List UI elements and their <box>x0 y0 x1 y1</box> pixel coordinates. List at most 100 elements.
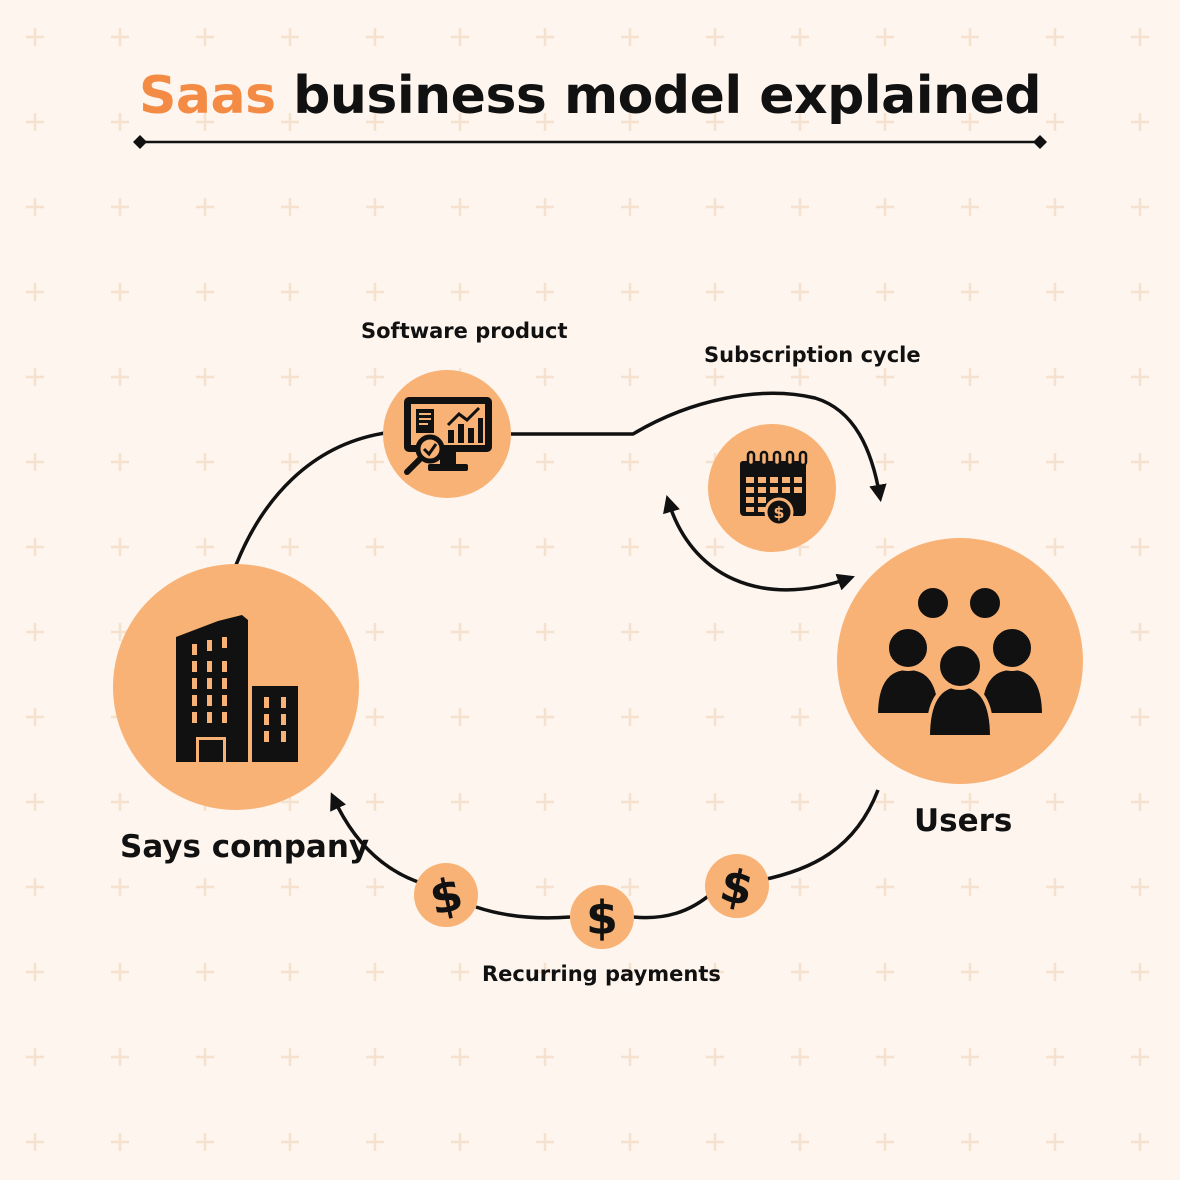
plus-icon <box>1046 1048 1064 1066</box>
plus-icon <box>706 198 724 216</box>
plus-icon <box>366 453 384 471</box>
plus-icon <box>26 878 44 896</box>
plus-icon <box>281 113 299 131</box>
plus-icon <box>111 28 129 46</box>
plus-icon <box>1046 283 1064 301</box>
recurring-payments-label: Recurring payments <box>482 962 721 986</box>
plus-icon <box>111 793 129 811</box>
plus-icon <box>1131 1048 1149 1066</box>
plus-icon <box>961 878 979 896</box>
plus-icon <box>621 878 639 896</box>
plus-icon <box>876 538 894 556</box>
calendar-dollar-icon: $ <box>740 450 808 527</box>
plus-icon <box>366 878 384 896</box>
plus-icon <box>1046 368 1064 386</box>
plus-icon <box>451 793 469 811</box>
dollar-coin-icon: $ <box>586 891 618 945</box>
plus-icon <box>281 878 299 896</box>
plus-icon <box>536 623 554 641</box>
plus-icon <box>876 283 894 301</box>
plus-icon <box>196 198 214 216</box>
plus-icon <box>281 538 299 556</box>
plus-icon <box>1131 113 1149 131</box>
plus-icon <box>961 28 979 46</box>
plus-icon <box>876 878 894 896</box>
plus-icon <box>451 963 469 981</box>
monitor-analytics-icon <box>404 397 492 475</box>
software-to-users-arrow <box>511 391 887 503</box>
plus-icon <box>706 368 724 386</box>
plus-icon <box>876 963 894 981</box>
plus-icon <box>536 538 554 556</box>
plus-icon <box>196 963 214 981</box>
plus-icon <box>1046 963 1064 981</box>
plus-icon <box>111 368 129 386</box>
plus-icon <box>961 453 979 471</box>
office-building-icon <box>176 615 298 762</box>
plus-icon <box>281 28 299 46</box>
plus-icon <box>366 283 384 301</box>
plus-icon <box>196 878 214 896</box>
plus-icon <box>366 793 384 811</box>
plus-icon <box>621 1048 639 1066</box>
plus-icon <box>26 963 44 981</box>
plus-icon <box>621 283 639 301</box>
plus-icon <box>1131 1133 1149 1151</box>
plus-icon <box>196 1133 214 1151</box>
plus-icon <box>791 368 809 386</box>
plus-icon <box>536 453 554 471</box>
plus-icon <box>366 1133 384 1151</box>
plus-icon <box>26 1133 44 1151</box>
plus-icon <box>196 368 214 386</box>
subscription-cycle-label: Subscription cycle <box>704 343 921 367</box>
company-node <box>113 564 359 810</box>
plus-icon <box>111 113 129 131</box>
plus-icon <box>621 1133 639 1151</box>
plus-icon <box>451 113 469 131</box>
subscription-cycle-arrow <box>663 494 855 592</box>
plus-icon <box>536 368 554 386</box>
plus-icon <box>621 198 639 216</box>
plus-icon <box>451 708 469 726</box>
svg-text:$: $ <box>773 503 784 522</box>
payments-return-arrow <box>333 790 880 920</box>
plus-icon <box>791 283 809 301</box>
plus-icon <box>961 198 979 216</box>
plus-icon <box>536 28 554 46</box>
plus-icon <box>26 198 44 216</box>
plus-icon <box>536 708 554 726</box>
plus-icon <box>876 198 894 216</box>
plus-icon <box>706 793 724 811</box>
plus-icon <box>26 708 44 726</box>
plus-icon <box>706 708 724 726</box>
plus-icon <box>451 1133 469 1151</box>
plus-icon <box>111 538 129 556</box>
plus-icon <box>706 113 724 131</box>
plus-icon <box>26 538 44 556</box>
plus-icon <box>26 28 44 46</box>
plus-icon <box>1131 708 1149 726</box>
plus-icon <box>366 538 384 556</box>
plus-icon <box>451 623 469 641</box>
plus-icon <box>876 453 894 471</box>
plus-icon <box>1046 1133 1064 1151</box>
plus-icon <box>1131 198 1149 216</box>
plus-icon <box>621 623 639 641</box>
plus-icon <box>536 283 554 301</box>
plus-icon <box>621 793 639 811</box>
plus-icon <box>961 368 979 386</box>
plus-icon <box>961 113 979 131</box>
plus-icon <box>281 283 299 301</box>
plus-icon <box>961 793 979 811</box>
plus-icon <box>1131 368 1149 386</box>
plus-icon <box>281 1133 299 1151</box>
plus-icon <box>26 1048 44 1066</box>
plus-icon <box>111 283 129 301</box>
plus-icon <box>791 963 809 981</box>
plus-icon <box>1046 113 1064 131</box>
company-to-software-connector <box>234 431 386 566</box>
plus-icon <box>621 453 639 471</box>
plus-icon <box>281 453 299 471</box>
plus-icon <box>621 963 639 981</box>
